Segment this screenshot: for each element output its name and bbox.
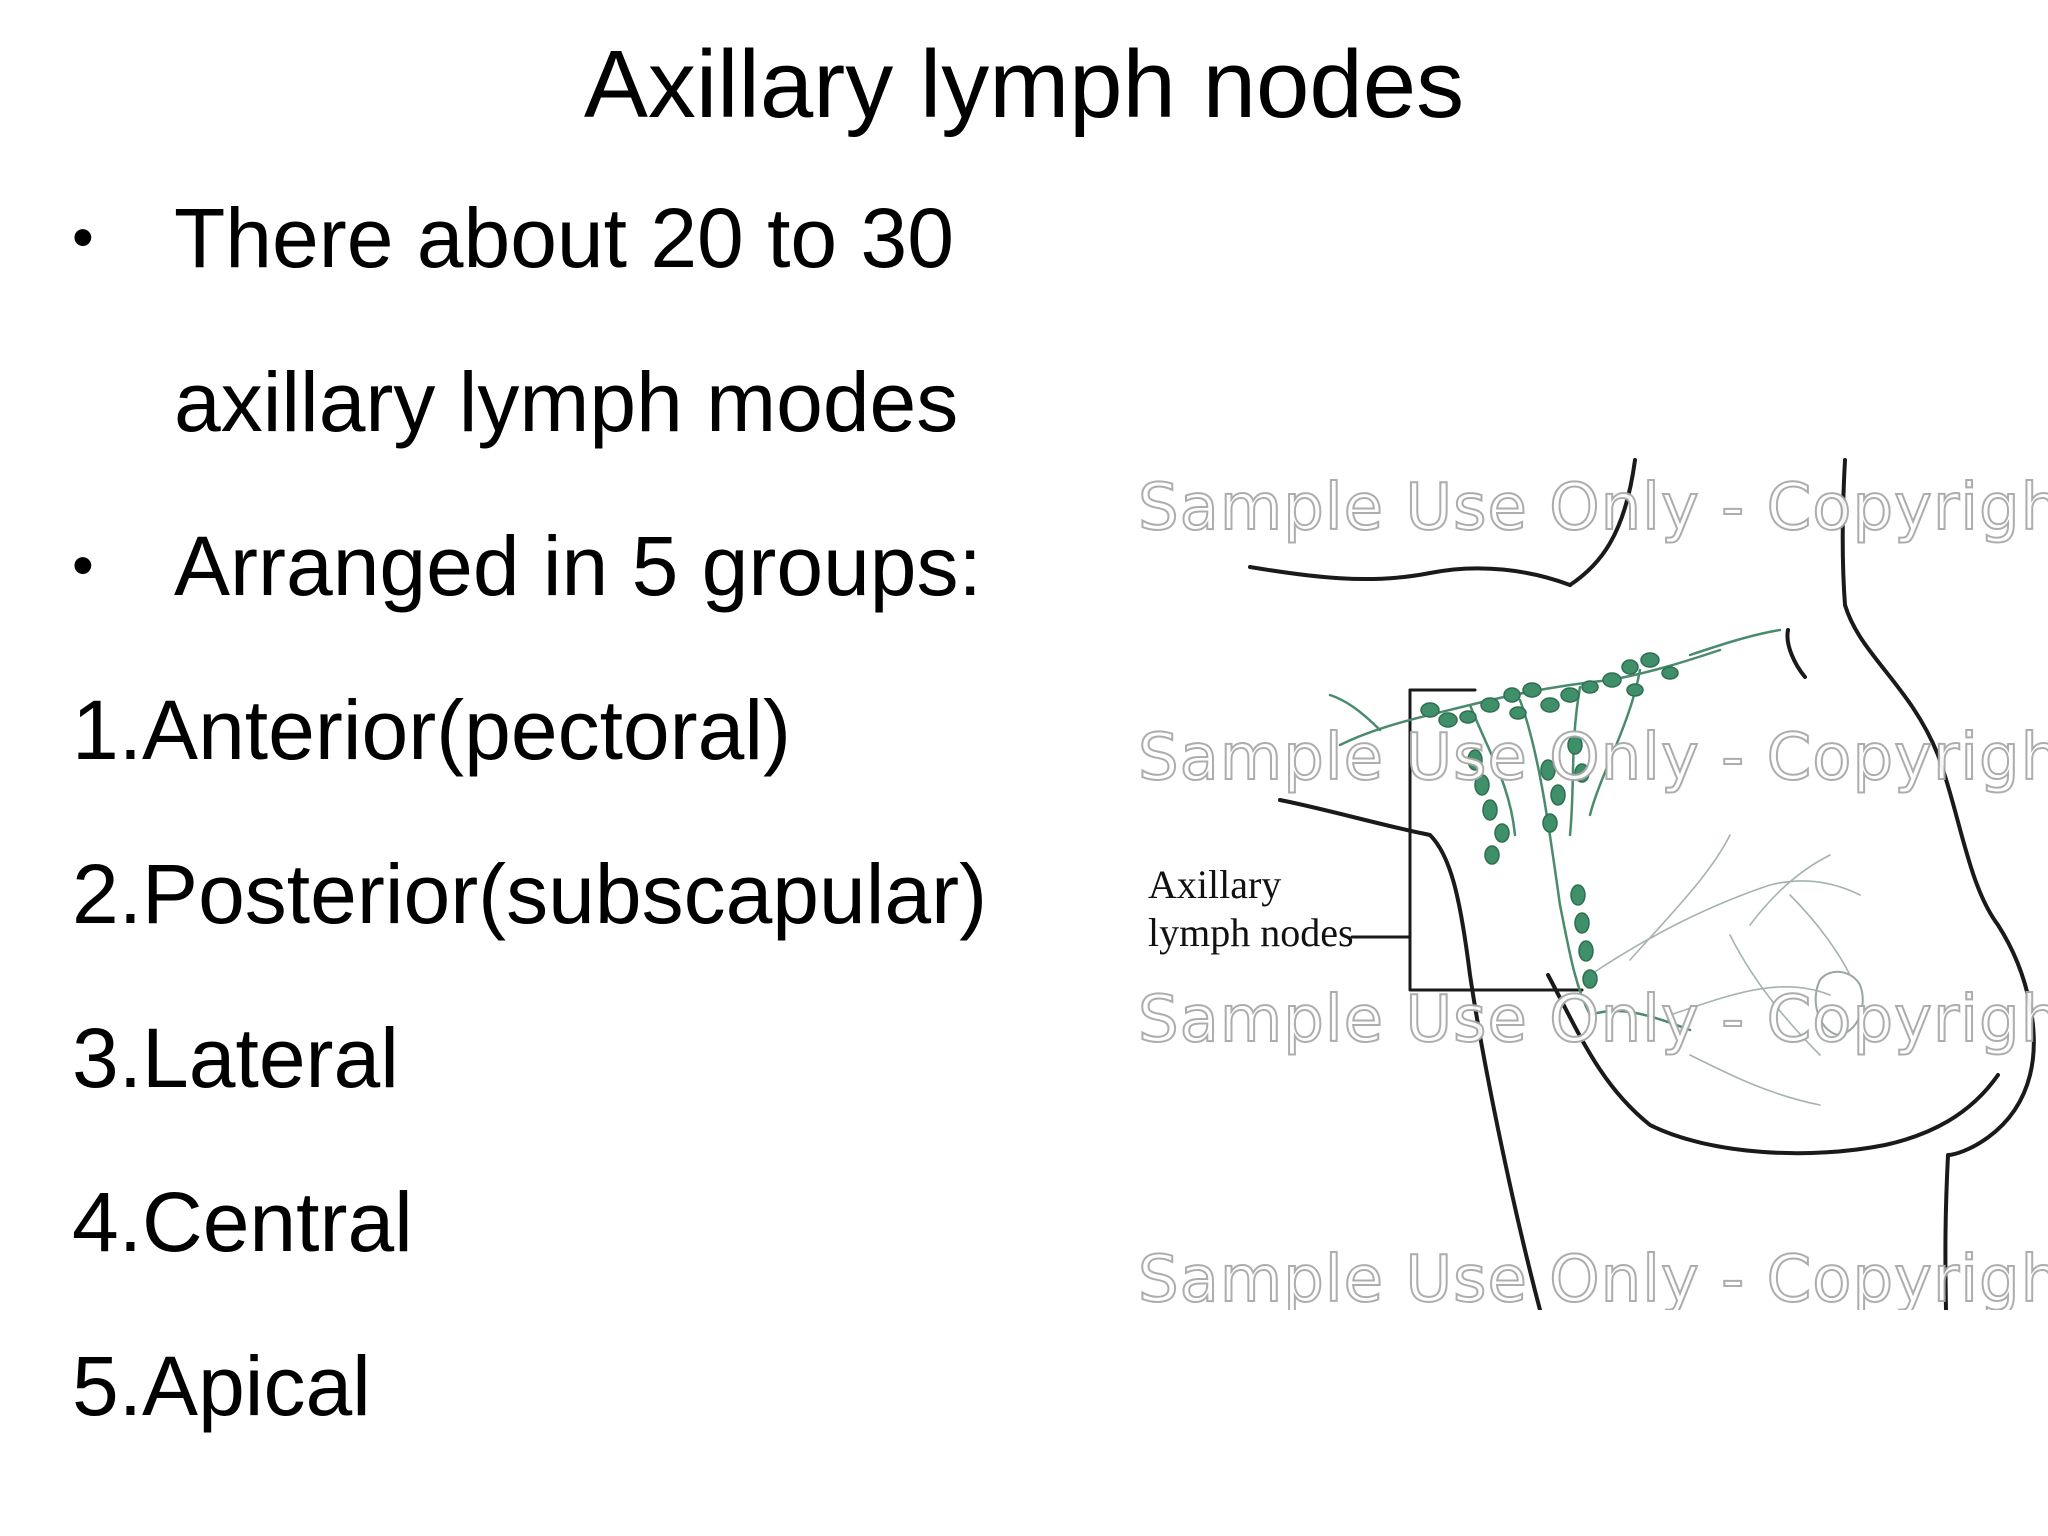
group-item-lateral: 3.Lateral xyxy=(72,1011,399,1105)
bullet-marker: • xyxy=(72,203,94,272)
watermark-text: Sample Use Only - Copyrighted xyxy=(1137,471,2048,545)
bullet-marker: • xyxy=(72,531,94,600)
group-item-anterior: 1.Anterior(pectoral) xyxy=(72,683,791,777)
bullet-text-line2: axillary lymph modes xyxy=(174,355,959,449)
figure-label-line1: Axillary xyxy=(1148,862,1282,907)
watermark-text: Sample Use Only - Copyrighted xyxy=(1137,721,2048,795)
bullet-text-groups: Arranged in 5 groups: xyxy=(174,519,982,613)
group-item-apical: 5.Apical xyxy=(72,1339,371,1433)
bullet-text-line1: There about 20 to 30 xyxy=(174,191,954,285)
anatomy-drawing xyxy=(1248,458,2036,1310)
group-item-posterior: 2.Posterior(subscapular) xyxy=(72,847,988,941)
watermark-text: Sample Use Only - Copyrighted xyxy=(1137,1243,2048,1310)
axillary-lymph-nodes-illustration: Sample Use Only - Copyrighted Sample Use… xyxy=(1130,455,2048,1310)
slide-title: Axillary lymph nodes xyxy=(583,31,1465,138)
group-item-central: 4.Central xyxy=(72,1175,413,1269)
watermark-text: Sample Use Only - Copyrighted xyxy=(1137,983,2048,1057)
figure-label-line2: lymph nodes xyxy=(1148,910,1354,955)
